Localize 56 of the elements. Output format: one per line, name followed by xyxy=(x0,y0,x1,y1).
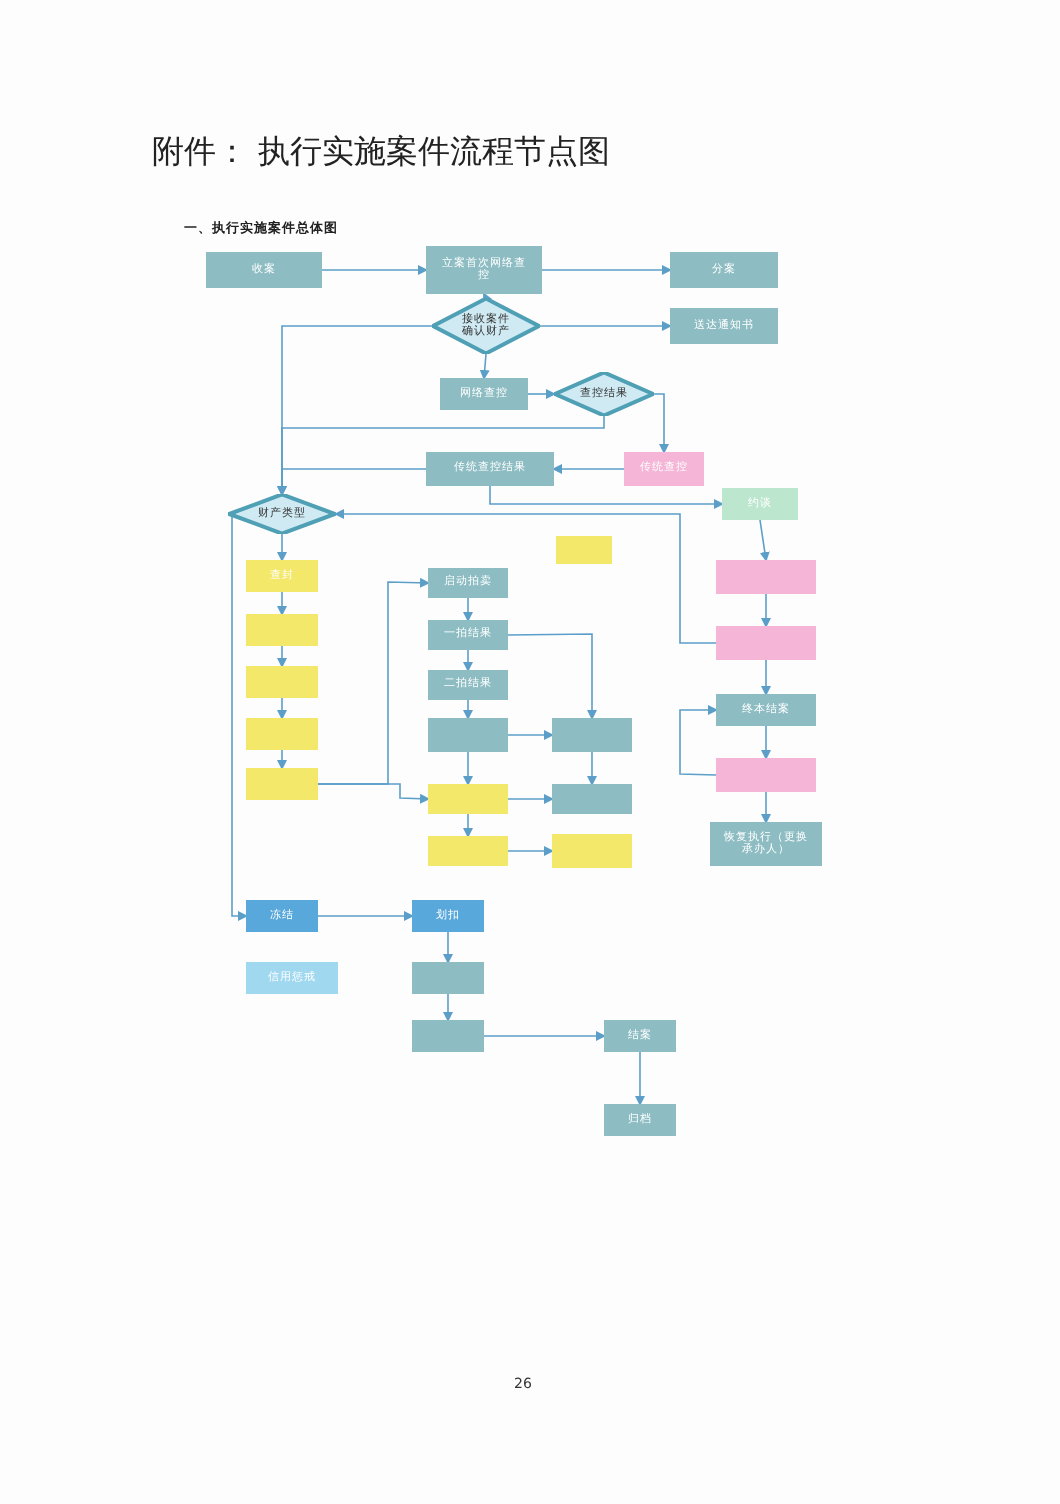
arrow xyxy=(507,846,554,856)
arrow xyxy=(527,389,556,399)
process-box xyxy=(428,718,508,752)
arrow xyxy=(443,931,453,964)
arrow xyxy=(635,1051,645,1106)
arrow xyxy=(277,697,287,720)
arrow xyxy=(463,649,473,672)
process-box xyxy=(246,718,318,750)
process-box xyxy=(246,768,318,800)
arrow xyxy=(761,593,771,628)
arrow xyxy=(277,591,287,616)
process-box xyxy=(552,834,632,868)
process-box xyxy=(428,836,508,866)
arrow xyxy=(443,993,453,1022)
arrow xyxy=(761,659,771,696)
arrow xyxy=(463,597,473,622)
arrow xyxy=(321,265,428,275)
arrow xyxy=(334,509,717,644)
arrow xyxy=(317,911,414,921)
arrow xyxy=(483,1031,606,1041)
arrow xyxy=(277,749,287,770)
arrow xyxy=(761,791,771,824)
arrow xyxy=(277,533,287,562)
arrow xyxy=(539,321,672,331)
arrow xyxy=(759,519,770,562)
arrow xyxy=(463,813,473,838)
arrow xyxy=(483,292,493,304)
arrow xyxy=(463,699,473,720)
process-box xyxy=(246,666,318,698)
arrow xyxy=(679,705,718,776)
arrow xyxy=(317,783,430,804)
process-box xyxy=(552,784,632,814)
arrow xyxy=(479,353,490,380)
process-box xyxy=(412,1020,484,1052)
arrow xyxy=(761,725,771,760)
process-box xyxy=(412,962,484,994)
arrow xyxy=(227,513,248,921)
arrow xyxy=(463,751,473,786)
process-box xyxy=(428,784,508,814)
arrow xyxy=(587,751,597,786)
arrow xyxy=(489,485,724,509)
arrow xyxy=(507,730,554,740)
process-box xyxy=(716,758,816,792)
arrow xyxy=(653,393,669,454)
arrow xyxy=(507,794,554,804)
page-title: 附件： 执行实施案件流程节点图 xyxy=(152,132,611,174)
process-box xyxy=(552,718,632,752)
process-box xyxy=(246,614,318,646)
arrow xyxy=(541,265,672,275)
arrow xyxy=(277,645,287,668)
process-box xyxy=(556,536,612,564)
process-box xyxy=(716,560,816,594)
process-box xyxy=(716,626,816,660)
arrow xyxy=(277,468,427,496)
arrow xyxy=(507,633,597,720)
arrow xyxy=(552,464,625,474)
